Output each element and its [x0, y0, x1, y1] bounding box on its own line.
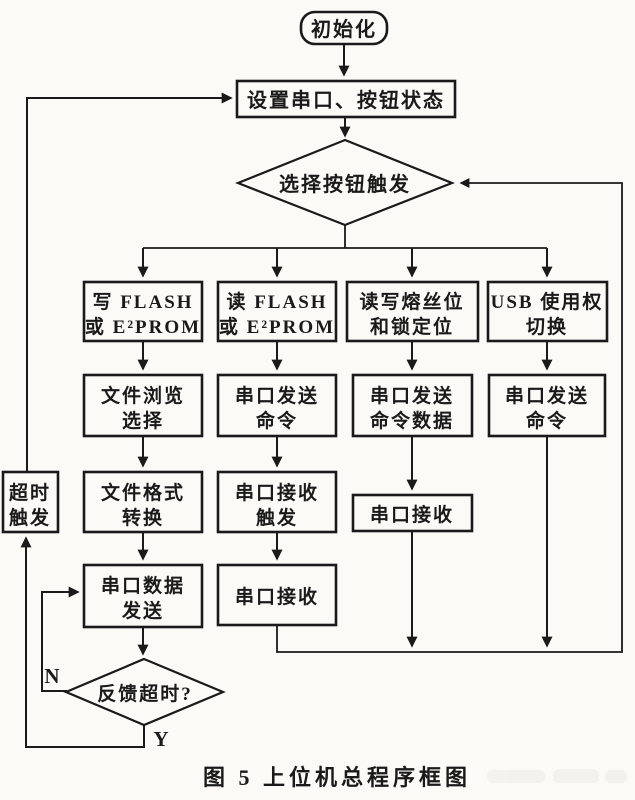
serial-recv-node-b2: 串口接收: [216, 563, 338, 627]
select-trigger-shape: [235, 138, 455, 227]
read-flash-line1: 读 FLASH: [226, 290, 327, 313]
serial-send-cmd-b2-shape: [216, 373, 338, 438]
timeout-trigger-line2: 触发: [9, 506, 51, 529]
serial-send-cmd-data-line2: 命令数据: [370, 409, 454, 432]
serial-data-send-node: 串口数据 发送: [82, 563, 204, 629]
start-node-shape: [299, 10, 389, 46]
file-format-line1: 文件格式: [101, 481, 185, 504]
serial-recv-node-b3: 串口接收: [351, 493, 474, 533]
serial-send-cmd-node-b2: 串口发送 命令: [216, 373, 338, 438]
serial-send-cmd-b2-line1: 串口发送: [235, 384, 319, 407]
edge-feedback-yes-to-timeout: [20, 536, 145, 748]
serial-data-send-line1: 串口数据: [101, 574, 185, 597]
fuse-lock-bits-node: 读写熔丝位 和锁定位: [345, 280, 480, 343]
flow-edges: [20, 44, 623, 748]
serial-send-cmd-data-line1: 串口发送: [370, 384, 454, 407]
serial-send-cmd-data-node: 串口发送 命令数据: [351, 373, 474, 438]
write-flash-line1: 写 FLASH: [92, 292, 193, 313]
fuse-lock-bits-line2: 和锁定位: [370, 315, 454, 338]
feedback-timeout-decision: 反馈超时?: [63, 657, 226, 727]
usb-switch-shape: [486, 280, 609, 343]
start-node: 初始化: [299, 10, 389, 46]
serial-recv-trigger-line2: 触发: [256, 506, 298, 529]
serial-send-cmd-data-shape: [351, 373, 474, 438]
fuse-lock-bits-line1: 读写熔丝位: [359, 290, 464, 313]
figure-caption: 图 5 上位机总程序框图: [203, 765, 471, 790]
serial-recv-trigger-shape: [216, 470, 338, 534]
usb-switch-line2: 切换: [526, 315, 568, 338]
timeout-trigger-shape: [1, 470, 60, 534]
file-browse-node: 文件浏览 选择: [82, 373, 204, 438]
serial-recv-b2-label: 串口接收: [235, 585, 319, 608]
file-browse-shape: [82, 373, 204, 438]
usb-switch-node: USB 使用权 切换: [486, 280, 609, 343]
timeout-trigger-node: 超时 触发: [1, 470, 60, 534]
read-flash-node: 读 FLASH 或 E²PROM: [216, 280, 338, 343]
read-flash-shape: [216, 280, 338, 343]
serial-send-cmd-b4-shape: [487, 373, 607, 438]
file-browse-line1: 文件浏览: [101, 384, 185, 407]
select-trigger-label: 选择按钮触发: [279, 172, 411, 196]
serial-send-cmd-node-b4: 串口发送 命令: [487, 373, 607, 438]
feedback-timeout-label: 反馈超时?: [97, 682, 193, 705]
edge-feedback-no-loop: [41, 586, 80, 692]
feedback-timeout-shape: [63, 657, 226, 727]
serial-recv-b3-label: 串口接收: [370, 503, 454, 526]
serial-data-send-line2: 发送: [121, 599, 164, 622]
serial-send-cmd-b4-line1: 串口发送: [505, 384, 589, 407]
file-format-node: 文件格式 转换: [82, 470, 204, 534]
file-format-shape: [82, 470, 204, 534]
serial-send-cmd-b4-line2: 命令: [526, 409, 568, 432]
setup-node-shape: [235, 79, 457, 119]
file-browse-line2: 选择: [122, 410, 164, 432]
setup-node-label: 设置串口、按钮状态: [247, 88, 445, 112]
fuse-lock-bits-shape: [345, 280, 480, 343]
edge-timeout-to-setup: [26, 92, 233, 472]
setup-node: 设置串口、按钮状态: [235, 79, 457, 119]
serial-recv-b2-shape: [216, 563, 338, 627]
read-flash-line2: 或 E²PROM: [219, 315, 335, 338]
write-flash-line2: 或 E²PROM: [85, 315, 201, 338]
write-flash-node: 写 FLASH 或 E²PROM: [82, 280, 204, 343]
serial-recv-trigger-line1: 串口接收: [235, 481, 319, 504]
file-format-line2: 转换: [122, 506, 164, 529]
start-node-label: 初始化: [311, 17, 377, 41]
edge-recv-merge-return-to-select: [276, 178, 623, 653]
feedback-yes-label: Y: [153, 727, 168, 751]
serial-recv-b3-shape: [351, 493, 474, 533]
feedback-no-label: N: [44, 664, 59, 688]
timeout-trigger-line1: 超时: [8, 481, 51, 504]
select-trigger-decision: 选择按钮触发: [235, 138, 455, 227]
write-flash-shape: [82, 280, 204, 343]
watermark: [487, 769, 627, 783]
usb-switch-line1: USB 使用权: [491, 290, 604, 313]
serial-recv-trigger-node: 串口接收 触发: [216, 470, 338, 534]
serial-send-cmd-b2-line2: 命令: [256, 409, 298, 432]
serial-data-send-shape: [82, 563, 204, 629]
